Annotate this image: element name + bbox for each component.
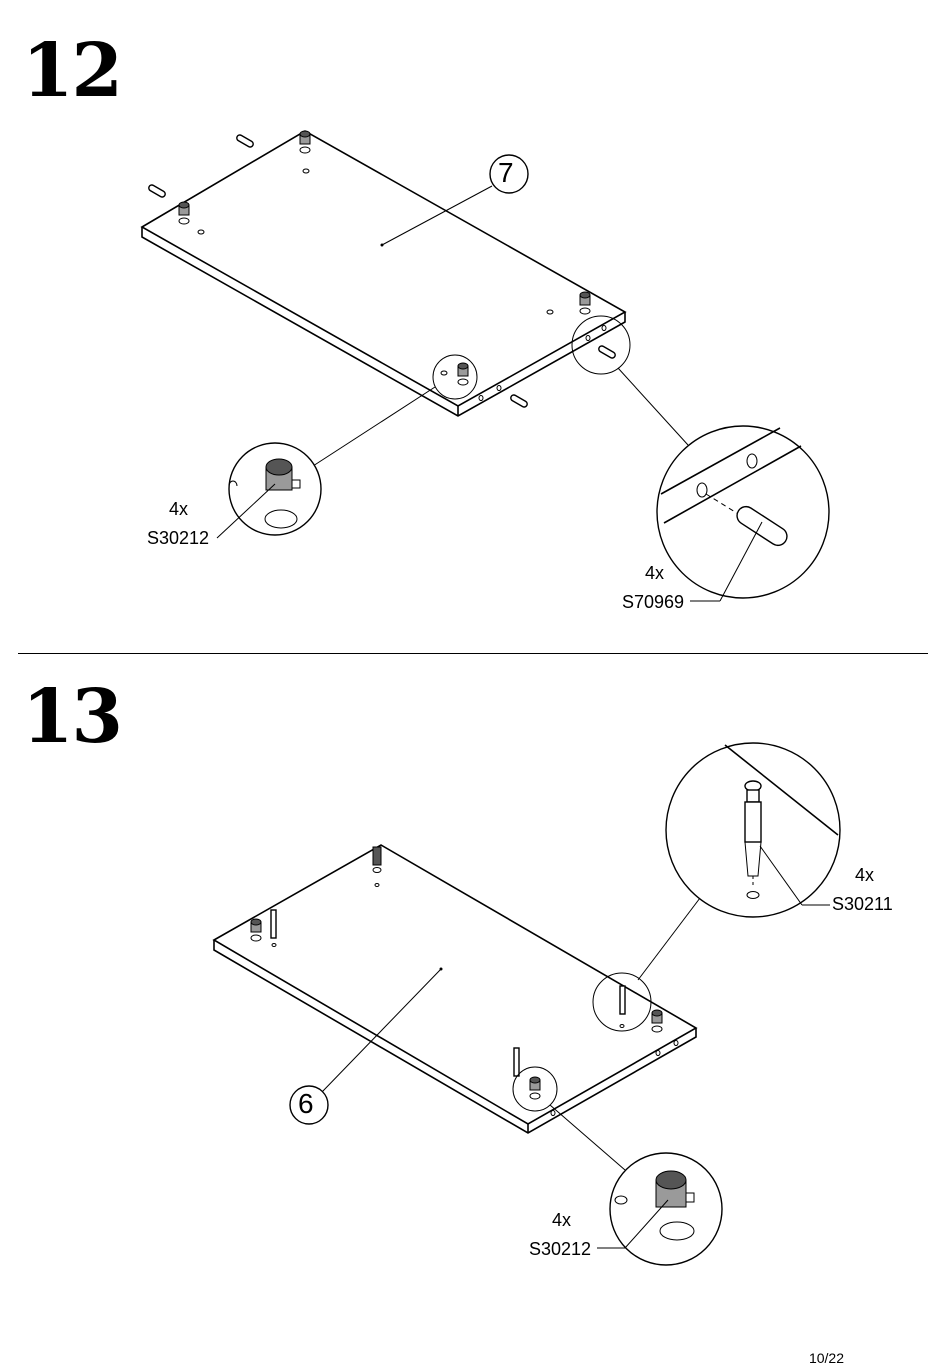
part-qty-s30211: 4x [855,866,874,884]
part-code-s30212-step12: S30212 [147,529,209,547]
part-code-s30212-step13: S30212 [529,1240,591,1258]
part-qty-s30212-step13: 4x [552,1211,571,1229]
panel-number-7: 7 [498,159,514,187]
step12-panel [142,131,625,416]
part-qty-s30212-step12: 4x [169,500,188,518]
panel-number-6: 6 [298,1090,314,1118]
part-code-s70969: S70969 [622,593,684,611]
page-number: 10/22 [809,1350,844,1366]
step13-bolt-detail [593,743,840,1031]
part-qty-s70969: 4x [645,564,664,582]
part-code-s30211: S30211 [832,895,893,913]
step12-dowel-detail [572,316,829,601]
